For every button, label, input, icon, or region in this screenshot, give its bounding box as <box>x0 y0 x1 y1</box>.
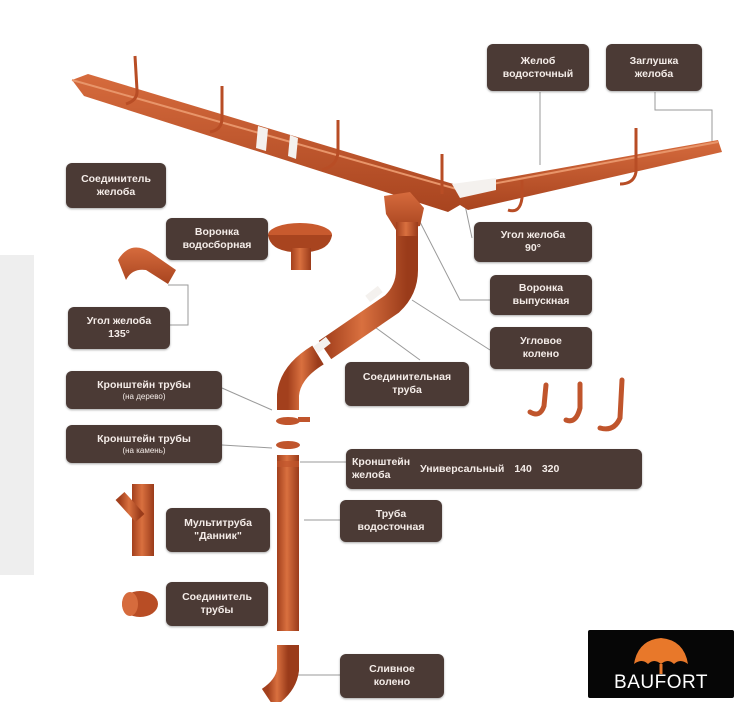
label-pipe-bracket-wood: Кронштейн трубы(на дерево) <box>66 371 222 409</box>
gutter-corner-135 <box>118 247 176 284</box>
downpipe-assembly <box>261 236 418 702</box>
umbrella-icon <box>634 638 688 674</box>
logo-text: BAUFORT <box>614 672 708 693</box>
gutter <box>71 55 722 213</box>
collector-funnel <box>268 223 332 270</box>
label-pipe-bracket-stone: Кронштейн трубы(на камень) <box>66 425 222 463</box>
leader-lines <box>168 92 713 676</box>
gutter-hooks <box>125 55 638 213</box>
multipipe <box>115 484 154 556</box>
gutter-brackets-set <box>527 377 625 432</box>
baufort-logo: BAUFORT <box>588 630 734 698</box>
background-shade <box>0 255 34 575</box>
pipe-connector-part <box>122 591 158 617</box>
label-multipipe: Мультитруба"Данник" <box>166 508 270 552</box>
gutter-connectors <box>256 126 496 198</box>
outlet-funnel <box>384 192 424 238</box>
